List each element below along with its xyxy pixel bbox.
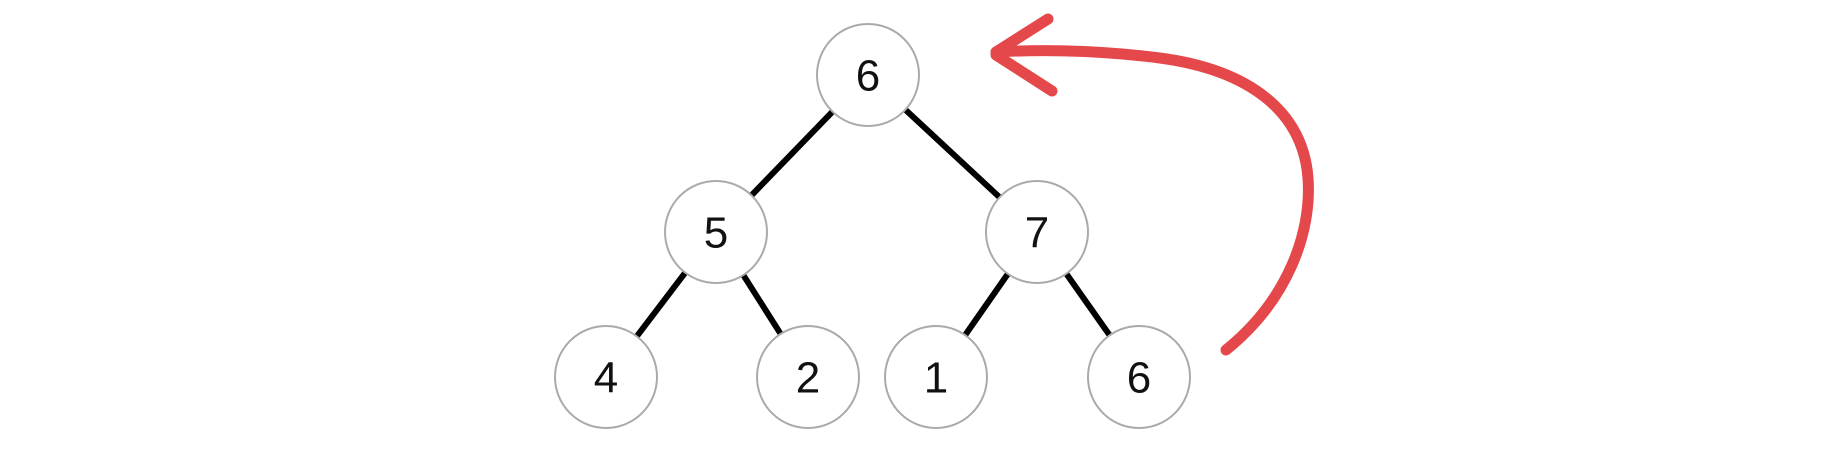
node-circle-r bbox=[985, 180, 1089, 284]
node-label-rr: 6 bbox=[1127, 354, 1151, 403]
node-circle-ll bbox=[554, 325, 658, 429]
tree-node-lr[interactable]: 2 bbox=[756, 325, 860, 429]
tree-edge-layer bbox=[634, 107, 1113, 339]
node-circle-root bbox=[816, 23, 920, 127]
tree-edge-l-lr bbox=[740, 273, 784, 336]
node-label-ll: 4 bbox=[594, 354, 618, 403]
tree-node-root[interactable]: 6 bbox=[816, 23, 920, 127]
tree-node-r[interactable]: 7 bbox=[985, 180, 1089, 284]
annotation-layer bbox=[990, 13, 1314, 356]
arrow-shaft bbox=[990, 45, 1314, 356]
tree-edge-r-rr bbox=[1063, 271, 1113, 338]
tree-edge-root-r bbox=[903, 107, 1002, 200]
node-label-rl: 1 bbox=[924, 354, 948, 403]
arrowhead-upper-barb bbox=[990, 13, 1054, 58]
tree-edge-root-l bbox=[749, 109, 835, 198]
tree-edge-l-ll bbox=[634, 270, 688, 339]
tree-node-rl[interactable]: 1 bbox=[884, 325, 988, 429]
node-circle-rr bbox=[1087, 325, 1191, 429]
tree-node-rr[interactable]: 6 bbox=[1087, 325, 1191, 429]
node-label-l: 5 bbox=[704, 209, 728, 258]
node-circle-lr bbox=[756, 325, 860, 429]
tree-node-layer: 6 5 7 4 2 1 6 bbox=[554, 23, 1191, 429]
node-circle-l bbox=[664, 180, 768, 284]
tree-node-l[interactable]: 5 bbox=[664, 180, 768, 284]
node-label-lr: 2 bbox=[796, 354, 820, 403]
tree-edge-r-rl bbox=[962, 272, 1011, 337]
node-label-root: 6 bbox=[856, 52, 880, 101]
node-circle-rl bbox=[884, 325, 988, 429]
tree-node-ll[interactable]: 4 bbox=[554, 325, 658, 429]
arrowhead-lower-barb bbox=[990, 49, 1058, 97]
node-label-r: 7 bbox=[1025, 209, 1049, 258]
